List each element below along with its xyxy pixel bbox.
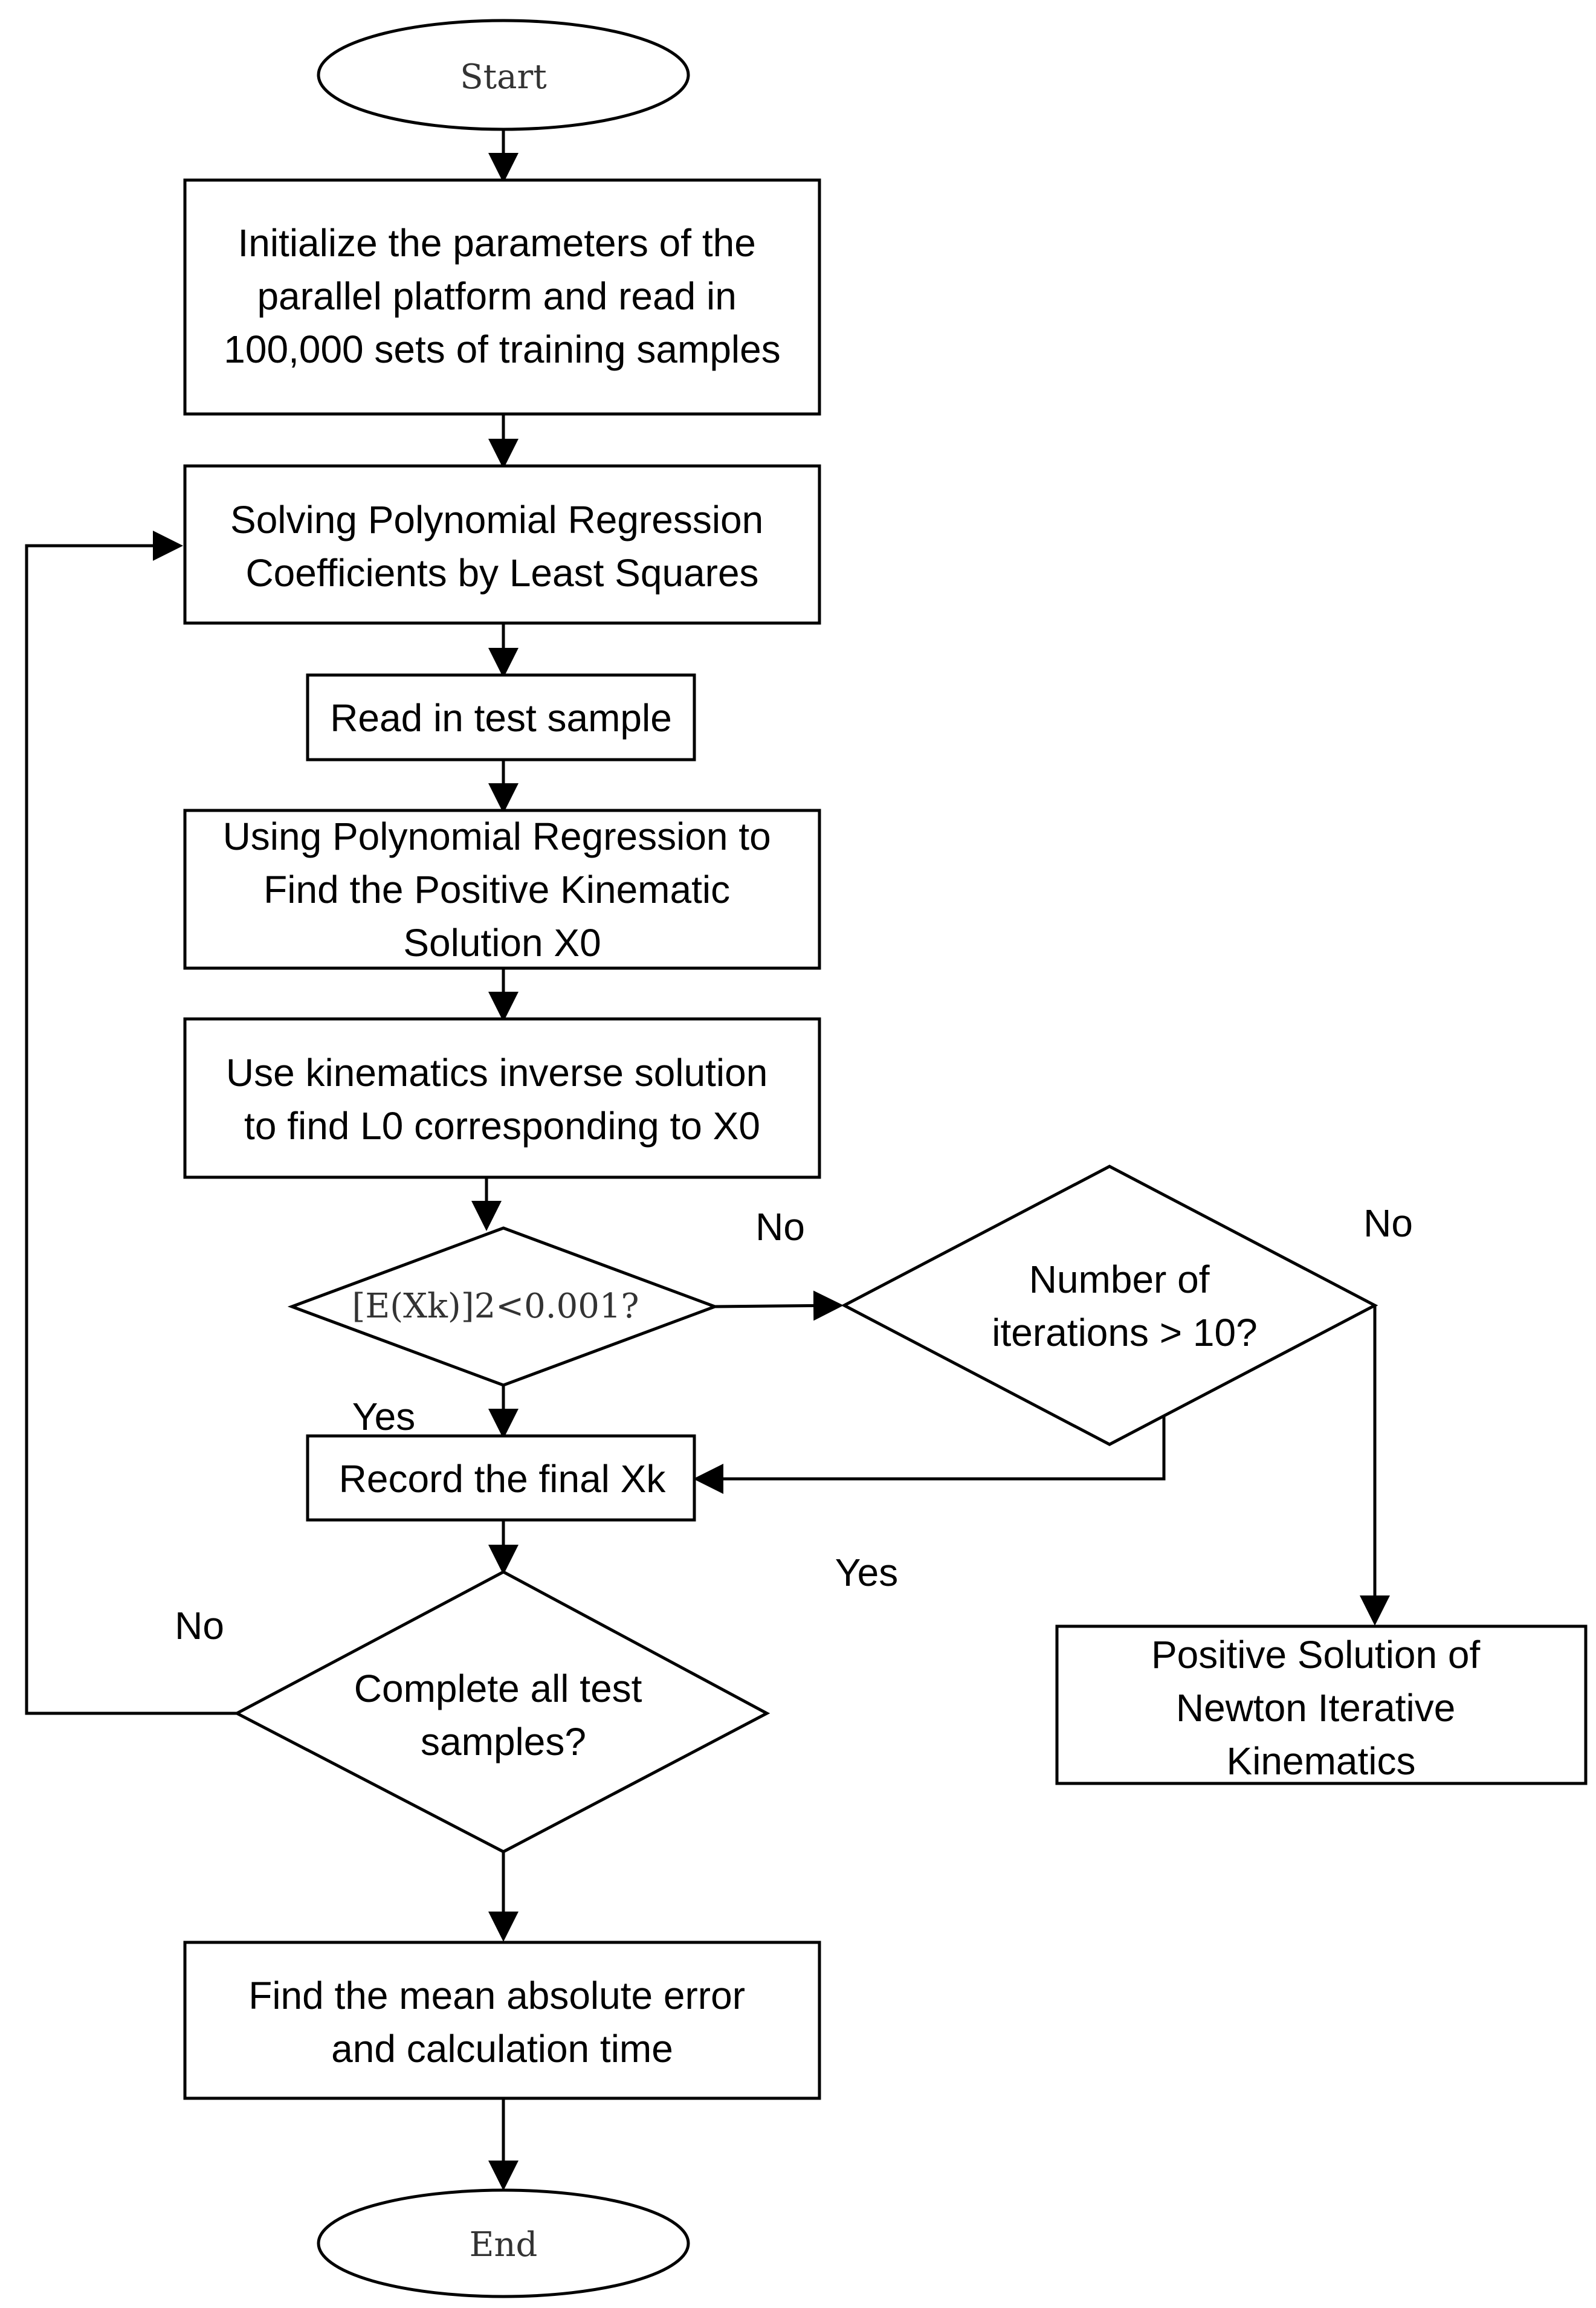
mae-step-box [183, 1941, 821, 2100]
edge-labels: No No Yes Yes No [175, 1201, 1413, 1647]
error-no-label: No [755, 1205, 805, 1249]
error-check-diamond [287, 1226, 720, 1387]
complete-label: Complete all test samples? [354, 1667, 653, 1763]
start-terminal: Start [317, 19, 690, 131]
arrow-iterations-to-record [693, 1414, 1166, 1494]
complete-no-label: No [175, 1604, 224, 1647]
record-step: Record the final Xk [306, 1434, 696, 1522]
read-test-step-label: Read in test sample [330, 696, 672, 740]
end-label: End [470, 2225, 538, 2264]
read-test-step-box [306, 673, 696, 761]
record-step-label: Record the final Xk [339, 1457, 667, 1501]
newton-step-box [1055, 1624, 1588, 1785]
solve-step-box [183, 464, 821, 625]
end-terminal: End [317, 2188, 690, 2298]
inverse-step-label: Use kinematics inverse solution to find … [226, 1051, 778, 1148]
solve-step: Solving Polynomial Regression Coefficien… [183, 464, 821, 625]
init-step: Initialize the parameters of the paralle… [183, 178, 821, 416]
complete-decision: Complete all test samples? [233, 1570, 771, 1854]
error-check-label: [E(Xk)]2<0.001? [352, 1287, 639, 1326]
poly-regress-step-label: Using Polynomial Regression to Find the … [223, 815, 782, 965]
mae-step-label: Find the mean absolute error and calcula… [248, 1974, 756, 2070]
newton-step: Positive Solution of Newton Iterative Ki… [1055, 1624, 1588, 1785]
inverse-step-box [183, 1017, 821, 1179]
init-step-label: Initialize the parameters of the paralle… [224, 221, 780, 371]
poly-regress-step-box [183, 809, 821, 970]
iterations-no-label: No [1363, 1201, 1413, 1245]
complete-diamond [233, 1570, 771, 1854]
connectors [25, 129, 1390, 2191]
read-test-step: Read in test sample [306, 673, 696, 761]
iterations-diamond [841, 1165, 1378, 1446]
mae-step: Find the mean absolute error and calcula… [183, 1941, 821, 2100]
poly-regress-step: Using Polynomial Regression to Find the … [183, 809, 821, 970]
error-check-decision: [E(Xk)]2<0.001? [287, 1226, 720, 1387]
arrow-error-to-iterations [714, 1290, 844, 1321]
error-yes-label: Yes [352, 1395, 415, 1438]
start-terminal-shape [317, 19, 690, 131]
arrow-complete-to-solve [25, 531, 237, 1715]
inverse-step: Use kinematics inverse solution to find … [183, 1017, 821, 1179]
end-terminal-shape [317, 2188, 690, 2298]
start-label: Start [460, 57, 547, 97]
newton-step-label: Positive Solution of Newton Iterative Ki… [1151, 1633, 1491, 1783]
iterations-decision: Number of iterations > 10? [841, 1165, 1378, 1446]
record-step-box [306, 1434, 696, 1522]
solve-step-label: Solving Polynomial Regression Coefficien… [230, 498, 774, 595]
iterations-yes-label: Yes [835, 1551, 898, 1594]
iterations-label: Number of iterations > 10? [992, 1258, 1257, 1354]
init-step-box [183, 178, 821, 416]
